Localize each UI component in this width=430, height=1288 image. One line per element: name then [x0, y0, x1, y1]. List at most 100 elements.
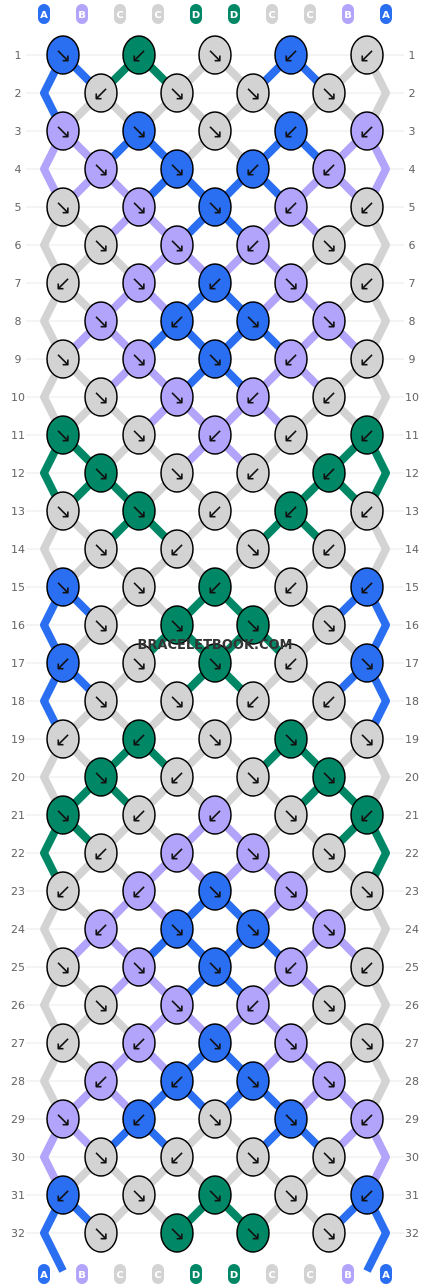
- knot-circle: [160, 529, 194, 569]
- arrow-down-left-icon: ↙: [283, 955, 300, 979]
- knot: ↘: [160, 73, 194, 113]
- thread-letter-top: C: [268, 10, 275, 21]
- arrow-down-right-icon: ↘: [169, 993, 186, 1017]
- row-number-left: 32: [11, 1227, 25, 1240]
- row-number-right: 19: [405, 733, 419, 746]
- knot-circle: [46, 719, 80, 759]
- knot-circle: [160, 377, 194, 417]
- thread-letter-bottom: A: [382, 1270, 390, 1281]
- knot: ↘: [46, 491, 80, 531]
- knot-circle: [236, 1137, 270, 1177]
- knot: ↘: [122, 567, 156, 607]
- row-number-right: 29: [405, 1113, 419, 1126]
- knot-circle: [160, 833, 194, 873]
- knot-circle: [122, 1175, 156, 1215]
- arrow-down-right-icon: ↘: [245, 613, 262, 637]
- thread-tab-bottom: [342, 1264, 354, 1284]
- knot: ↘: [274, 1175, 308, 1215]
- knot-circle: [160, 1137, 194, 1177]
- knot: ↙: [198, 795, 232, 835]
- knot: ↘: [122, 947, 156, 987]
- arrow-down-right-icon: ↘: [207, 119, 224, 143]
- arrow-down-left-icon: ↙: [283, 43, 300, 67]
- arrow-down-left-icon: ↙: [55, 1031, 72, 1055]
- knot: ↘: [274, 1023, 308, 1063]
- knot-circle: [350, 719, 384, 759]
- knot: ↘: [46, 1099, 80, 1139]
- knot-circle: [274, 795, 308, 835]
- knot-circle: [236, 529, 270, 569]
- knot: ↘: [198, 719, 232, 759]
- knot: ↙: [350, 339, 384, 379]
- knot: ↘: [84, 757, 118, 797]
- knot-circle: [312, 225, 346, 265]
- arrow-down-right-icon: ↘: [93, 537, 110, 561]
- knot: ↙: [198, 491, 232, 531]
- knot: ↘: [46, 35, 80, 75]
- row-number-right: 8: [409, 315, 416, 328]
- knot-circle: [122, 339, 156, 379]
- knot: ↘: [236, 1213, 270, 1253]
- arrow-down-right-icon: ↘: [207, 43, 224, 67]
- row-number-right: 6: [409, 239, 416, 252]
- knot-circle: [198, 415, 232, 455]
- row-number-right: 5: [409, 201, 416, 214]
- knot: ↙: [46, 1023, 80, 1063]
- row-number-left: 27: [11, 1037, 25, 1050]
- row-number-right: 30: [405, 1151, 419, 1164]
- knot: ↙: [274, 415, 308, 455]
- knot: ↘: [198, 1023, 232, 1063]
- knot-circle: [160, 1213, 194, 1253]
- knot-circle: [350, 795, 384, 835]
- arrow-down-left-icon: ↙: [93, 841, 110, 865]
- arrow-down-right-icon: ↘: [131, 271, 148, 295]
- arrow-down-left-icon: ↙: [321, 537, 338, 561]
- knot-circle: [160, 453, 194, 493]
- row-number-left: 5: [15, 201, 22, 214]
- knot-circle: [160, 757, 194, 797]
- knot: ↙: [350, 415, 384, 455]
- knot-circle: [160, 985, 194, 1025]
- arrow-down-left-icon: ↙: [207, 575, 224, 599]
- thread-letter-top: C: [154, 10, 161, 21]
- arrow-down-left-icon: ↙: [131, 1107, 148, 1131]
- knot-grid: ↘↙↘↙↙↙↘↘↘↘↘↘↙↙↘↘↙↙↘↘↘↙↙↘↘↙↘↙↘↙↘↙↘↙↘↘↘↘↘↙…: [46, 35, 384, 1253]
- knot: ↘: [350, 719, 384, 759]
- thread-tab-top: [304, 4, 316, 24]
- knot-circle: [198, 1023, 232, 1063]
- row-number-left: 14: [11, 543, 25, 556]
- arrow-down-right-icon: ↘: [93, 461, 110, 485]
- site-watermark: BRACELETBOOK.COM: [138, 638, 293, 653]
- knot-circle: [84, 1137, 118, 1177]
- row-number-right: 3: [409, 125, 416, 138]
- knot-circle: [198, 111, 232, 151]
- knot: ↙: [350, 263, 384, 303]
- arrow-down-right-icon: ↘: [245, 81, 262, 105]
- row-number-left: 12: [11, 467, 25, 480]
- knot-circle: [122, 871, 156, 911]
- knot-circle: [274, 111, 308, 151]
- arrow-down-right-icon: ↘: [93, 993, 110, 1017]
- knot: ↙: [274, 339, 308, 379]
- arrow-down-right-icon: ↘: [207, 347, 224, 371]
- arrow-down-right-icon: ↘: [131, 955, 148, 979]
- knot-circle: [312, 1061, 346, 1101]
- knot: ↙: [236, 453, 270, 493]
- knot-circle: [350, 1023, 384, 1063]
- row-number-left: 22: [11, 847, 25, 860]
- row-number-left: 21: [11, 809, 25, 822]
- knot: ↘: [198, 111, 232, 151]
- row-number-left: 28: [11, 1075, 25, 1088]
- knot: ↙: [350, 567, 384, 607]
- row-number-left: 7: [15, 277, 22, 290]
- knot-circle: [46, 643, 80, 683]
- knot-circle: [46, 187, 80, 227]
- thread-tab-bottom: [152, 1264, 164, 1284]
- knot-circle: [274, 1023, 308, 1063]
- thread-letter-top: C: [116, 10, 123, 21]
- knot: ↙: [350, 1175, 384, 1215]
- knot-circle: [350, 643, 384, 683]
- arrow-down-right-icon: ↘: [169, 81, 186, 105]
- arrow-down-right-icon: ↘: [321, 917, 338, 941]
